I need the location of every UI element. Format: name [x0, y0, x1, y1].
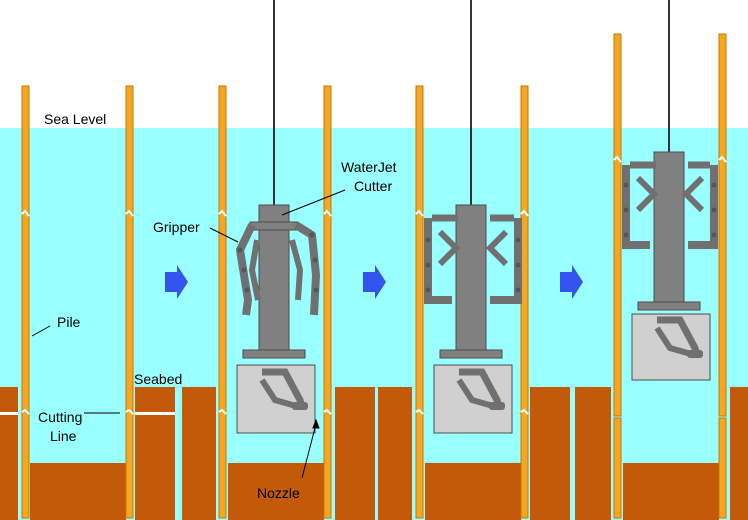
- gripper-leader: [209, 227, 239, 243]
- waterjet-tool-panel2: [236, 0, 320, 434]
- gripper-label: Gripper: [153, 219, 200, 235]
- arrow-right-icon: [165, 265, 188, 299]
- seabed-label: Seabed: [134, 371, 182, 387]
- step-arrows: [165, 265, 583, 299]
- sea-level-label: Sea Level: [44, 111, 106, 127]
- waterjet-cutter-label-line2: Cutter: [354, 178, 392, 194]
- pile-label: Pile: [57, 314, 81, 330]
- seabed-layer: [0, 387, 748, 520]
- arrow-right-icon: [560, 265, 583, 299]
- pile-leader: [31, 325, 51, 337]
- arrow-right-icon: [363, 265, 386, 299]
- waterjet-leader: [281, 189, 346, 216]
- nozzle-label: Nozzle: [257, 485, 300, 501]
- nozzle-leader: [301, 423, 317, 479]
- cutting-line-label-1: Cutting: [38, 409, 82, 425]
- cutting-line-label-2: Line: [50, 428, 77, 444]
- waterjet-tool-panel3: [424, 0, 522, 434]
- piles: [21, 33, 727, 519]
- waterjet-tool-panel4: [622, 0, 718, 381]
- waterjet-cutter-label-line1: WaterJet: [341, 159, 397, 175]
